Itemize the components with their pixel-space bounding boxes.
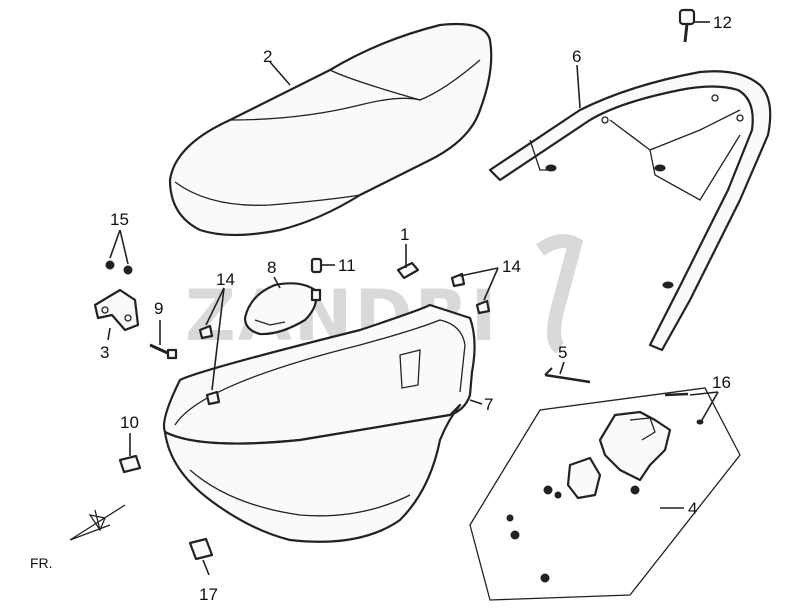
clip-part-17 — [188, 537, 214, 561]
clip-part-1 — [396, 261, 420, 280]
callout-9: 9 — [154, 299, 163, 318]
callout-6: 6 — [572, 47, 581, 66]
callout-10: 10 — [120, 413, 139, 432]
front-direction-arrow — [69, 504, 126, 541]
clip-part-11 — [310, 257, 323, 274]
callout-3: 3 — [100, 343, 109, 362]
callout-8: 8 — [267, 258, 276, 277]
callout-15: 15 — [110, 210, 129, 229]
callout-17: 17 — [199, 585, 218, 604]
callout-14-right: 14 — [502, 257, 521, 276]
cover-part-8 — [243, 282, 322, 336]
storage-box-part — [162, 303, 476, 543]
seat-part — [168, 22, 493, 237]
screws-part-16 — [664, 392, 704, 425]
rear-carrier-part — [488, 70, 772, 352]
seat-lock-kit-part-4 — [469, 387, 741, 601]
callout-14-left: 14 — [216, 270, 235, 289]
callout-7: 7 — [484, 395, 493, 414]
bolt-part-12 — [678, 8, 696, 43]
callout-2: 2 — [263, 47, 272, 66]
bolt-part-9 — [149, 343, 178, 360]
pin-part-5 — [544, 367, 591, 384]
callout-1: 1 — [400, 225, 409, 244]
callout-4: 4 — [688, 499, 697, 518]
callout-5: 5 — [558, 343, 567, 362]
bracket-part-3 — [93, 288, 140, 332]
leader-lines — [107, 21, 719, 576]
callout-16: 16 — [712, 373, 731, 392]
watermark-swash — [535, 234, 584, 354]
screws-part-14 — [198, 272, 491, 406]
nuts-part-15 — [105, 260, 133, 275]
callout-12: 12 — [713, 13, 732, 32]
front-direction-label: FR. — [30, 555, 53, 571]
clip-part-10 — [118, 454, 142, 474]
callout-11: 11 — [338, 256, 356, 275]
